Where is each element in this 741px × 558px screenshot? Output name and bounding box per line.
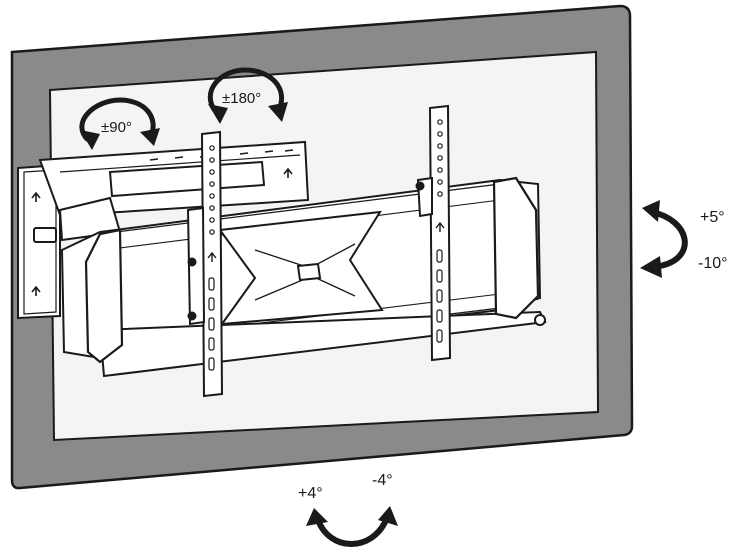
arrow-up-icon xyxy=(31,285,41,296)
level-indicator: +4° -4° xyxy=(298,472,398,547)
rail-end-caps xyxy=(84,176,540,364)
swivel-angle-label: ±90° xyxy=(101,119,132,136)
level-minus-label: -4° xyxy=(372,472,393,489)
rotation-angle-label: ±180° xyxy=(222,90,261,107)
swivel-indicator: ±90° xyxy=(79,97,160,150)
rotate-arrow-icon xyxy=(207,67,285,114)
tilt-down-label: -10° xyxy=(698,255,728,272)
arrow-up-icon xyxy=(435,221,445,232)
rotation-indicator: ±180° xyxy=(207,67,288,124)
vertical-bracket-right xyxy=(415,104,452,362)
tilt-up-label: +5° xyxy=(700,209,725,226)
tilt-indicator: +5° -10° xyxy=(640,200,728,278)
arrow-up-icon xyxy=(31,191,41,202)
arrow-up-icon xyxy=(283,167,293,178)
vertical-bracket-left xyxy=(186,130,224,398)
center-x-body xyxy=(218,210,384,326)
rotate-arrow-icon xyxy=(79,97,156,142)
wall-plate-slot xyxy=(33,227,57,243)
curved-arrow-icon xyxy=(315,518,389,547)
level-plus-label: +4° xyxy=(298,485,323,502)
curved-arrow-icon xyxy=(651,209,688,269)
wall-plate xyxy=(17,163,61,320)
arrow-up-icon xyxy=(207,251,217,262)
